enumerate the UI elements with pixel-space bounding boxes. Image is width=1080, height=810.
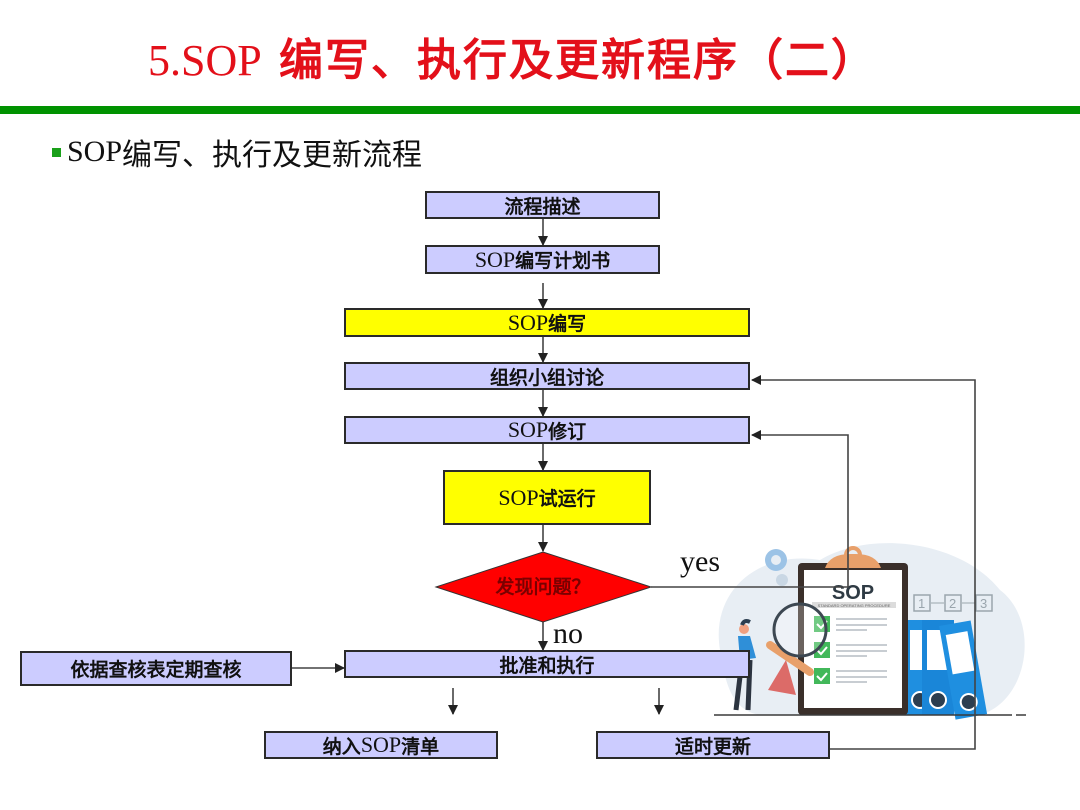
step-label: 编写 — [548, 313, 587, 335]
gear-icon — [765, 549, 788, 586]
decision-diamond — [434, 551, 653, 623]
text-lines — [836, 618, 887, 683]
clipboard-caption: STANDARD OPERATING PROCEDURE — [818, 603, 891, 608]
subtitle-prefix: SOP — [67, 135, 123, 168]
step-label-prefix: SOP — [498, 484, 539, 510]
slide-title: 5.SOP 编写、执行及更新程序（二） — [148, 24, 877, 88]
step-3: 3 — [980, 596, 987, 611]
step-periodic-audit: 依据查核表定期查核 — [20, 651, 292, 686]
step-label-prefix: SOP — [474, 246, 516, 272]
subtitle-main: 编写、执行及更新流程 — [122, 138, 423, 173]
step-approve-execute: 批准和执行 — [344, 650, 750, 678]
step-group-discussion: 组织小组讨论 — [344, 362, 750, 390]
step-label: 适时更新 — [674, 735, 751, 758]
checkbox-icon — [814, 616, 830, 684]
arrow-update-loop — [751, 375, 976, 750]
step-label: 清单 — [401, 735, 440, 758]
step-process-description: 流程描述 — [425, 191, 660, 219]
step-sequence: 1 2 3 — [913, 594, 993, 612]
no-label: no — [553, 617, 583, 650]
binders — [905, 620, 988, 720]
step-label: 流程描述 — [504, 195, 581, 218]
arrow-yes-loop — [651, 430, 849, 588]
clipboard: SOP STANDARD OPERATING PROCEDURE — [798, 546, 908, 715]
step-label-prefix: 纳入 — [322, 735, 361, 758]
step-label: 修订 — [548, 420, 587, 443]
title-prefix: 5.SOP — [148, 36, 262, 85]
step-1: 1 — [918, 596, 925, 611]
yes-label: yes — [680, 545, 720, 578]
step-label: 编写计划书 — [515, 250, 611, 272]
step-label-prefix: SOP — [507, 309, 549, 335]
magnifier-icon — [772, 602, 828, 658]
step-label-mid: SOP — [360, 732, 402, 757]
decision-label: 发现问题？ — [495, 576, 591, 598]
bullet-icon — [52, 147, 61, 157]
step-timely-update: 适时更新 — [596, 731, 830, 759]
title-divider — [0, 106, 1080, 114]
step-2: 2 — [949, 596, 956, 611]
step-label: 依据查核表定期查核 — [70, 659, 242, 681]
title-main: 编写、执行及更新程序（二） — [261, 35, 878, 86]
sop-illustration: 1 2 3 SOP STANDARD OPERATING PROCEDURE — [714, 543, 1026, 720]
step-label: 批准和执行 — [499, 654, 595, 677]
step-label: 试运行 — [538, 488, 596, 510]
step-label-prefix: SOP — [507, 417, 549, 442]
step-label: 组织小组讨论 — [489, 366, 604, 389]
